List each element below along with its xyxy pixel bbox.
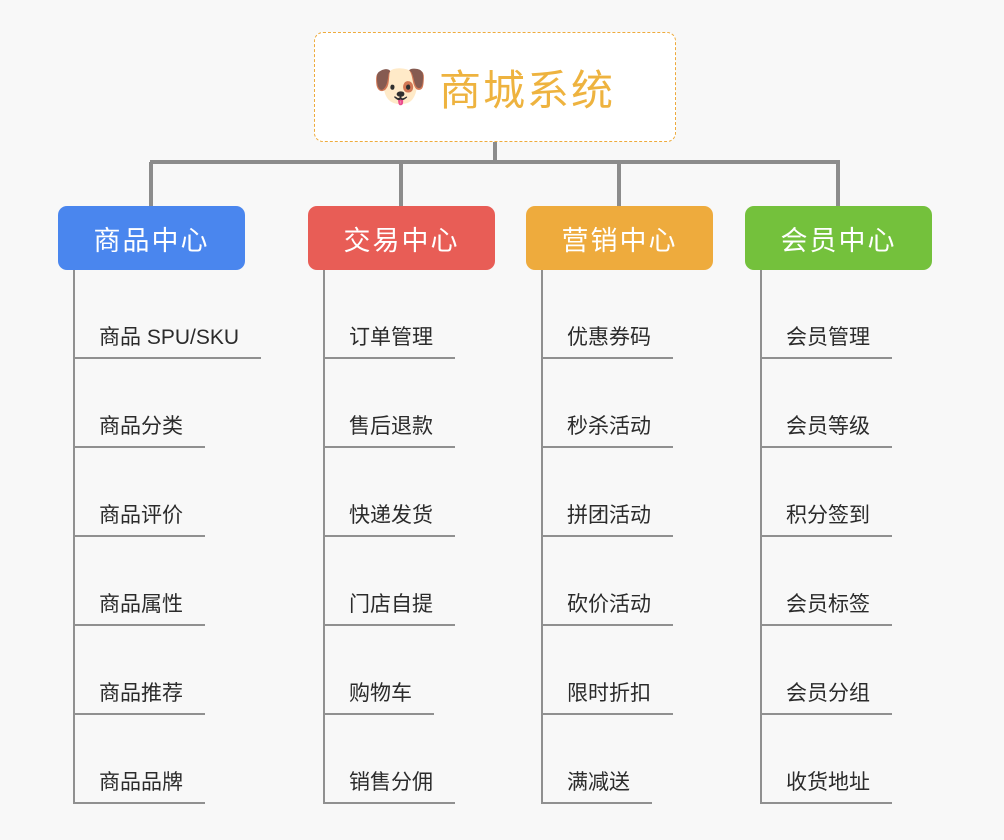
list-item[interactable]: 商品 SPU/SKU <box>73 270 262 359</box>
list-item[interactable]: 快递发货 <box>323 448 495 537</box>
branch-header-label: 会员中心 <box>780 225 897 256</box>
leaf-label: 商品属性 <box>73 592 205 626</box>
leaf-label: 销售分佣 <box>323 770 455 804</box>
list-item[interactable]: 会员管理 <box>760 270 932 359</box>
branch-children-4: 会员管理 会员等级 积分签到 会员标签 会员分组 收货地址 <box>745 270 932 804</box>
connector-spine-1 <box>73 270 75 804</box>
branch-header-1[interactable]: 商品中心 <box>58 206 245 270</box>
connector-root-stem <box>493 142 497 162</box>
leaf-label: 优惠券码 <box>541 325 673 359</box>
list-item[interactable]: 销售分佣 <box>323 715 495 804</box>
list-item[interactable]: 砍价活动 <box>541 537 713 626</box>
leaf-label: 商品 SPU/SKU <box>73 325 262 359</box>
leaf-label: 会员分组 <box>760 681 892 715</box>
list-item[interactable]: 商品属性 <box>73 537 261 626</box>
leaf-label: 购物车 <box>323 681 434 715</box>
leaf-label: 满减送 <box>541 770 652 804</box>
root-node[interactable]: 🐶 商城系统 <box>314 32 676 142</box>
list-item[interactable]: 购物车 <box>323 626 495 715</box>
connector-spine-4 <box>760 270 762 804</box>
list-item[interactable]: 商品评价 <box>73 448 261 537</box>
list-item[interactable]: 优惠券码 <box>541 270 713 359</box>
branch-header-2[interactable]: 交易中心 <box>308 206 495 270</box>
branch-children-1: 商品 SPU/SKU 商品分类 商品评价 商品属性 商品推荐 商品品牌 <box>58 270 262 804</box>
leaf-label: 商品分类 <box>73 414 205 448</box>
leaf-label: 收货地址 <box>760 770 892 804</box>
leaf-label: 订单管理 <box>323 325 455 359</box>
leaf-label: 商品推荐 <box>73 681 205 715</box>
list-item[interactable]: 门店自提 <box>323 537 495 626</box>
leaf-label: 秒杀活动 <box>541 414 673 448</box>
list-item[interactable]: 商品推荐 <box>73 626 261 715</box>
branch-children-2: 订单管理 售后退款 快递发货 门店自提 购物车 销售分佣 <box>308 270 495 804</box>
leaf-label: 限时折扣 <box>541 681 673 715</box>
connector-drop-branch-1 <box>149 162 153 206</box>
branch-column-4: 会员中心 会员管理 会员等级 积分签到 会员标签 会员分组 收货地址 <box>745 206 932 804</box>
connector-horizontal-bus <box>150 160 840 164</box>
branch-header-4[interactable]: 会员中心 <box>745 206 932 270</box>
list-item[interactable]: 收货地址 <box>760 715 932 804</box>
leaf-label: 门店自提 <box>323 592 455 626</box>
list-item[interactable]: 商品品牌 <box>73 715 261 804</box>
list-item[interactable]: 订单管理 <box>323 270 495 359</box>
leaf-label: 砍价活动 <box>541 592 673 626</box>
leaf-label: 售后退款 <box>323 414 455 448</box>
branch-column-2: 交易中心 订单管理 售后退款 快递发货 门店自提 购物车 销售分佣 <box>308 206 495 804</box>
leaf-label: 积分签到 <box>760 503 892 537</box>
branch-children-3: 优惠券码 秒杀活动 拼团活动 砍价活动 限时折扣 满减送 <box>526 270 713 804</box>
list-item[interactable]: 满减送 <box>541 715 713 804</box>
shiba-dog-emoji: 🐶 <box>372 62 428 111</box>
connector-spine-2 <box>323 270 325 804</box>
leaf-label: 商品评价 <box>73 503 205 537</box>
branch-column-1: 商品中心 商品 SPU/SKU 商品分类 商品评价 商品属性 商品推荐 商品品牌 <box>58 206 262 804</box>
leaf-label: 会员标签 <box>760 592 892 626</box>
list-item[interactable]: 会员分组 <box>760 626 932 715</box>
leaf-label: 会员管理 <box>760 325 892 359</box>
list-item[interactable]: 限时折扣 <box>541 626 713 715</box>
leaf-label: 快递发货 <box>323 503 455 537</box>
branch-header-3[interactable]: 营销中心 <box>526 206 713 270</box>
root-title: 商城系统 <box>438 66 615 114</box>
list-item[interactable]: 拼团活动 <box>541 448 713 537</box>
leaf-label: 拼团活动 <box>541 503 673 537</box>
list-item[interactable]: 秒杀活动 <box>541 359 713 448</box>
branch-header-label: 商品中心 <box>93 225 210 256</box>
connector-drop-branch-4 <box>836 162 840 206</box>
connector-drop-branch-3 <box>617 162 621 206</box>
connector-drop-branch-2 <box>399 162 403 206</box>
leaf-label: 会员等级 <box>760 414 892 448</box>
leaf-label: 商品品牌 <box>73 770 205 804</box>
list-item[interactable]: 积分签到 <box>760 448 932 537</box>
branch-column-3: 营销中心 优惠券码 秒杀活动 拼团活动 砍价活动 限时折扣 满减送 <box>526 206 713 804</box>
branch-header-label: 营销中心 <box>561 225 678 256</box>
list-item[interactable]: 会员等级 <box>760 359 932 448</box>
list-item[interactable]: 商品分类 <box>73 359 261 448</box>
connector-spine-3 <box>541 270 543 804</box>
list-item[interactable]: 会员标签 <box>760 537 932 626</box>
branch-header-label: 交易中心 <box>343 225 460 256</box>
list-item[interactable]: 售后退款 <box>323 359 495 448</box>
